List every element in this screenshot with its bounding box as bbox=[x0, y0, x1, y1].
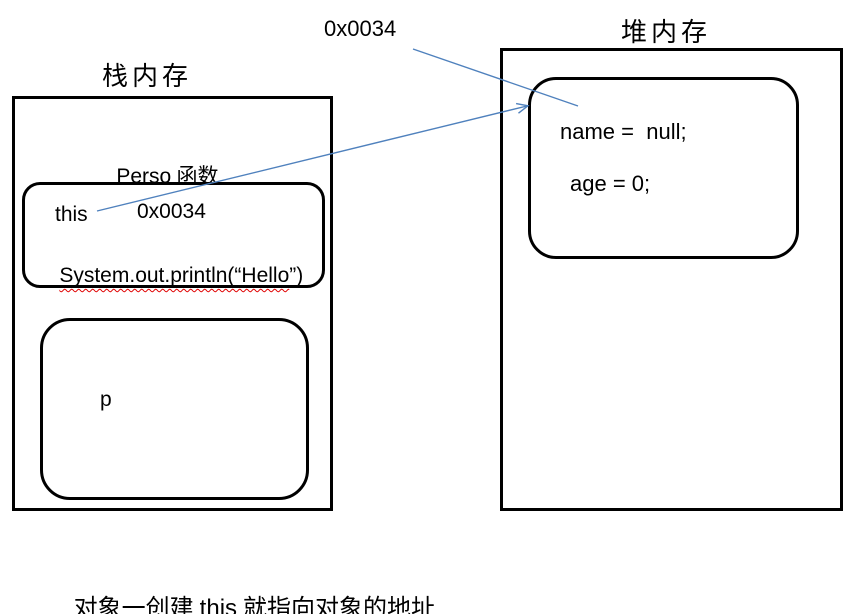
caption-part1: 对象一创建 bbox=[73, 596, 200, 614]
this-label: this bbox=[55, 203, 88, 226]
caption-part3: 就指向对象的地址 bbox=[237, 596, 436, 614]
caption-this: this bbox=[199, 595, 238, 614]
println-squiggled-part: System.out.println(“Hello bbox=[59, 264, 290, 287]
heap-field-age: age = 0; bbox=[570, 171, 651, 196]
heap-field-name: name = null; bbox=[560, 119, 687, 144]
p-variable-label: p bbox=[100, 388, 112, 411]
stack-memory-title: 栈内存 bbox=[102, 62, 193, 91]
pointer-address-label: 0x0034 bbox=[324, 16, 397, 41]
heap-object-box bbox=[528, 77, 799, 259]
main-stack-frame bbox=[40, 318, 309, 500]
caption: 对象一创建 this 就指向对象的地址 bbox=[47, 560, 435, 614]
println-tail: ”) bbox=[289, 264, 304, 287]
heap-memory-title: 堆内存 bbox=[621, 18, 712, 47]
println-statement: System.out.println(“Hello”) bbox=[36, 240, 303, 312]
println-underline: System.out.println(“Hello”) bbox=[59, 264, 303, 287]
this-address-value: 0x0034 bbox=[137, 200, 206, 223]
